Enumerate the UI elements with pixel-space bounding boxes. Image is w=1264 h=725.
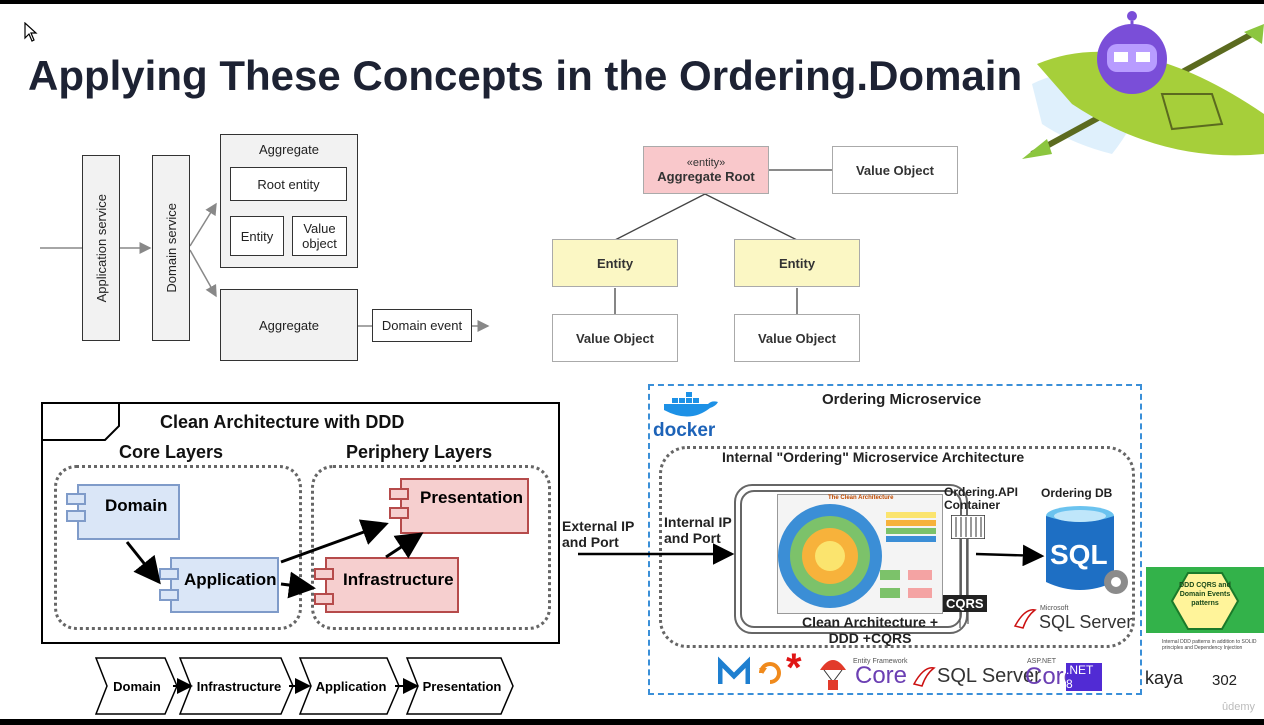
periphery-layers-region [311, 465, 551, 630]
frame-corner-tab [41, 402, 120, 441]
internal-architecture-title: Internal "Ordering" Microservice Archite… [722, 449, 1025, 465]
aspnet-label: ASP.NET [1027, 658, 1057, 665]
course-card-subtitle: Internal DDD patterns in addition to SOL… [1162, 639, 1257, 651]
course-card-hexagon [1170, 572, 1240, 630]
sql-server-brand: SQL Server [1039, 612, 1133, 632]
sql-database-icon [1046, 506, 1128, 594]
domain-component: Domain [77, 484, 180, 540]
internal-architecture-region [659, 446, 1135, 648]
value-object-left-box: Value Object [552, 314, 678, 362]
application-port-2 [159, 589, 179, 601]
docker-wordmark: docker [653, 420, 716, 441]
course-card-title: DDD CQRS and Domain Events patterns [1179, 582, 1231, 607]
periphery-layers-heading: Periphery Layers [346, 442, 493, 462]
core-layers-region [54, 465, 302, 630]
onion-diagram [778, 504, 936, 608]
sql-label: SQL [1050, 539, 1108, 570]
presentation-component: Presentation [400, 478, 529, 534]
sql-server-logo-text: SQL Server [937, 665, 1041, 687]
mediatr-logo-icon [718, 656, 750, 684]
api-container-label: Ordering.API Container [944, 485, 1019, 512]
api-container-outline [734, 484, 968, 634]
presentation-port-2 [389, 507, 409, 519]
author-fragment: kaya [1145, 668, 1184, 688]
page-number: 302 [1212, 672, 1238, 689]
external-ip-label: External IP and Port [562, 518, 635, 550]
thumbnail-title: The Clean Architecture [828, 495, 894, 501]
aggregate-top-label: Aggregate [259, 142, 319, 157]
entity-stereotype: «entity» [686, 156, 726, 169]
chevron-application: Application [315, 678, 387, 694]
api-container-inner-outline [740, 490, 962, 628]
polly-asterisk-icon: * [786, 646, 802, 690]
ordering-microservice-frame [648, 384, 1142, 695]
domain-port-2 [66, 510, 86, 522]
aggregate-root-box: «entity» Aggregate Root [643, 146, 769, 194]
container-icon [951, 515, 985, 539]
infrastructure-port-2 [314, 593, 334, 605]
ef-core-logo: Core [855, 662, 908, 689]
watermark: ûdemy [1222, 701, 1256, 713]
application-service-box: Application service [82, 155, 120, 341]
value-object-top-box: Value Object [832, 146, 958, 194]
value-object-right-box: Value Object [734, 314, 860, 362]
clean-arch-title: Clean Architecture with DDD [160, 412, 405, 432]
aggregate-bottom-box: Aggregate [220, 289, 358, 361]
mascot-illustration [1022, 11, 1264, 159]
slide-title: Applying These Concepts in the Ordering.… [28, 52, 1023, 99]
domain-service-label: Domain service [163, 203, 179, 293]
docker-icon [664, 392, 718, 417]
mouse-cursor-icon [24, 22, 38, 42]
entity-right-box: Entity [734, 239, 860, 287]
domain-port-1 [66, 493, 86, 505]
core-layers-heading: Core Layers [119, 442, 224, 462]
chevron-infrastructure: Infrastructure [196, 678, 282, 694]
infrastructure-component: Infrastructure [325, 557, 459, 613]
cqrs-badge: CQRS [943, 595, 987, 612]
slide: Applying These Concepts in the Ordering.… [0, 4, 1264, 719]
application-service-label: Application service [93, 193, 109, 303]
refit-logo-icon [759, 662, 781, 684]
ordering-db-label: Ordering DB [1041, 486, 1113, 500]
aggregate-root-label: Aggregate Root [657, 168, 755, 184]
ordering-microservice-title: Ordering Microservice [822, 391, 982, 408]
clean-arch-arrows [125, 519, 424, 599]
microsoft-label: Microsoft [1040, 605, 1069, 612]
layer-chevrons [95, 657, 514, 715]
chevron-presentation: Presentation [422, 678, 502, 694]
application-component: Application [170, 557, 279, 613]
chevron-domain: Domain [113, 678, 161, 694]
entity-framework-label: Entity Framework [853, 658, 908, 665]
domain-service-box: Domain service [152, 155, 190, 341]
entity-box: Entity [230, 216, 284, 256]
root-entity-box: Root entity [230, 167, 347, 201]
internal-ip-label: Internal IP and Port [664, 514, 732, 546]
domain-event-box: Domain event [372, 309, 472, 342]
dotnet8-logo: .NET 8 [1066, 663, 1102, 691]
clean-arch-ddd-cqrs-label: Clean Architecture + DDD +CQRS [801, 614, 939, 646]
value-object-box: Value object [292, 216, 347, 256]
entity-left-box: Entity [552, 239, 678, 287]
polly-parachute-icon [820, 660, 846, 690]
aggregate-root-connectors [614, 169, 832, 315]
presentation-port-1 [389, 488, 409, 500]
sql-server-icon [1013, 609, 1037, 629]
sql-server-small-icon [912, 667, 936, 687]
